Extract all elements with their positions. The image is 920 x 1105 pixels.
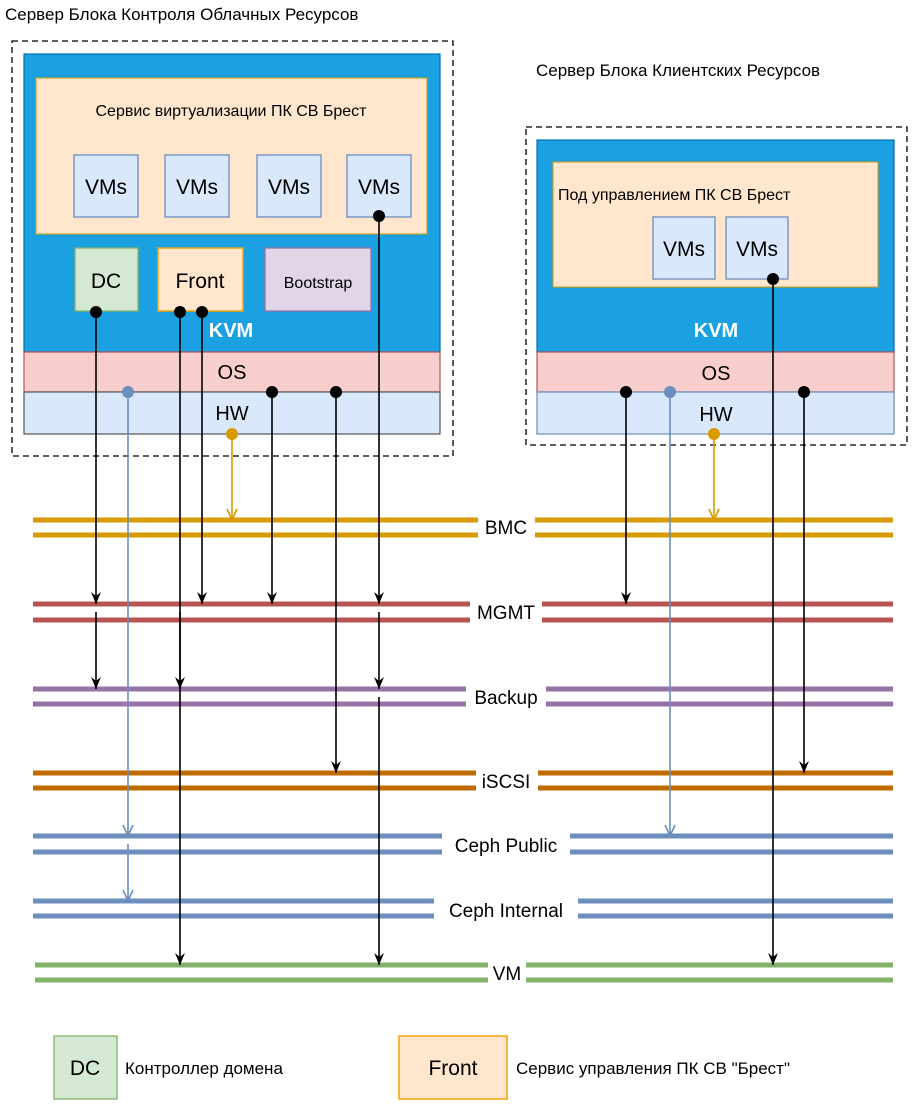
dot-client-os-1 (620, 386, 632, 398)
connector-os-ceph-internal-arrowhead (122, 889, 134, 903)
network-bus-vm: VM (35, 962, 893, 985)
control-vms-box (73, 154, 139, 218)
client-vms-box (725, 216, 789, 280)
network-label-mgmt: MGMT (477, 603, 535, 624)
legend-dc-label: DC (70, 1057, 100, 1080)
front-box (157, 247, 244, 312)
control-hw-layer (23, 391, 441, 435)
network-bus-mgmt: MGMT (33, 601, 893, 624)
connector-client-vms-vm-arrowhead (768, 953, 778, 965)
client-vms-box (652, 216, 716, 280)
connector-vms-backup-arrowhead (374, 677, 384, 689)
control-vms-label: VMs (268, 176, 310, 199)
legend-front-label: Front (428, 1057, 477, 1080)
control-os-layer (23, 351, 441, 393)
control-vms-box (256, 154, 322, 218)
client-os-label: OS (702, 363, 731, 385)
connectors (90, 210, 810, 965)
front-label: Front (175, 270, 224, 293)
network-bus-backup: Backup (33, 686, 893, 709)
legend-dc-swatch (53, 1035, 118, 1100)
dot-vms (373, 210, 385, 222)
dc-box (74, 247, 139, 312)
dot-client-hw-bmc (708, 428, 720, 440)
control-server-boundary (11, 40, 454, 457)
control-vms-box (164, 154, 230, 218)
control-server: Сервер Блока Контроля Облачных Ресурсов … (5, 5, 454, 457)
network-label-iscsi: iSCSI (482, 772, 531, 793)
client-hw-label: HW (699, 404, 732, 426)
bootstrap-label: Bootstrap (284, 275, 353, 292)
dot-os-ceph (122, 386, 134, 398)
client-server-title: Сервер Блока Клиентских Ресурсов (536, 61, 820, 80)
dot-os-1 (266, 386, 278, 398)
network-bus-ceph-internal: Ceph Internal (33, 898, 893, 922)
control-service-title: Сервис виртуализации ПК СВ Брест (96, 103, 368, 120)
control-kvm-label: KVM (209, 320, 253, 342)
legend-front-swatch (398, 1035, 508, 1100)
connector-front-backup-arrowhead (175, 677, 185, 689)
dot-client-os-2 (798, 386, 810, 398)
bootstrap-box (264, 247, 372, 312)
network-label-ceph-internal: Ceph Internal (449, 901, 563, 922)
control-vms-box (346, 154, 412, 218)
dot-os-2 (330, 386, 342, 398)
connector-hw-bmc-arrowhead (226, 508, 238, 522)
connector-client-os-mgmt-arrowhead (621, 592, 631, 604)
dot-hw-bmc (226, 428, 238, 440)
control-vms-label: VMs (358, 176, 400, 199)
client-os-layer (536, 351, 895, 393)
connector-dc-mgmt-arrowhead (91, 592, 101, 604)
control-os-label: OS (218, 362, 247, 384)
network-label-vm: VM (493, 964, 522, 985)
network-bus-iscsi: iSCSI (33, 770, 893, 793)
connector-os-ceph-public-arrowhead (122, 824, 134, 838)
connector-client-os-iscsi-arrowhead (799, 761, 809, 773)
client-server: Сервер Блока Клиентских Ресурсов KVM Под… (525, 61, 908, 446)
connector-front-mgmt-arrowhead (197, 592, 207, 604)
network-label-bmc: BMC (485, 518, 527, 539)
legend-dc-desc: Контроллер домена (125, 1059, 283, 1078)
control-vms-label: VMs (176, 176, 218, 199)
legend-front-desc: Сервис управления ПК СВ "Брест" (516, 1059, 790, 1078)
connector-vms-mgmt-arrowhead (374, 592, 384, 604)
network-label-backup: Backup (474, 688, 537, 709)
dot-client-os-ceph (664, 386, 676, 398)
connector-vms-vm-arrowhead (374, 953, 384, 965)
network-bus-bmc: BMC (33, 517, 893, 539)
connector-os-iscsi-arrowhead (331, 761, 341, 773)
dot-dc (90, 306, 102, 318)
connector-dc-backup-arrowhead (91, 677, 101, 689)
client-server-boundary (525, 126, 908, 446)
client-service-title: Под управлением ПК СВ Брест (558, 187, 791, 204)
dot-client-vms (767, 273, 779, 285)
control-server-title: Сервер Блока Контроля Облачных Ресурсов (5, 5, 358, 24)
dot-front-2 (196, 306, 208, 318)
control-hw-label: HW (215, 403, 248, 425)
connector-front-vm-arrowhead (175, 953, 185, 965)
dc-label: DC (91, 270, 121, 293)
connector-client-hw-bmc-arrowhead (708, 508, 720, 522)
legend: DC Контроллер домена Front Сервис управл… (53, 1035, 790, 1100)
control-vms-label: VMs (85, 176, 127, 199)
client-vms-label: VMs (663, 238, 705, 261)
client-vms-label: VMs (736, 238, 778, 261)
dot-front-1 (174, 306, 186, 318)
client-kvm-label: KVM (694, 320, 738, 342)
network-label-ceph-public: Ceph Public (455, 836, 557, 857)
connector-client-os-ceph-public-arrowhead (664, 824, 676, 838)
connector-os-mgmt-arrowhead (267, 592, 277, 604)
network-bus-ceph-public: Ceph Public (33, 833, 893, 857)
